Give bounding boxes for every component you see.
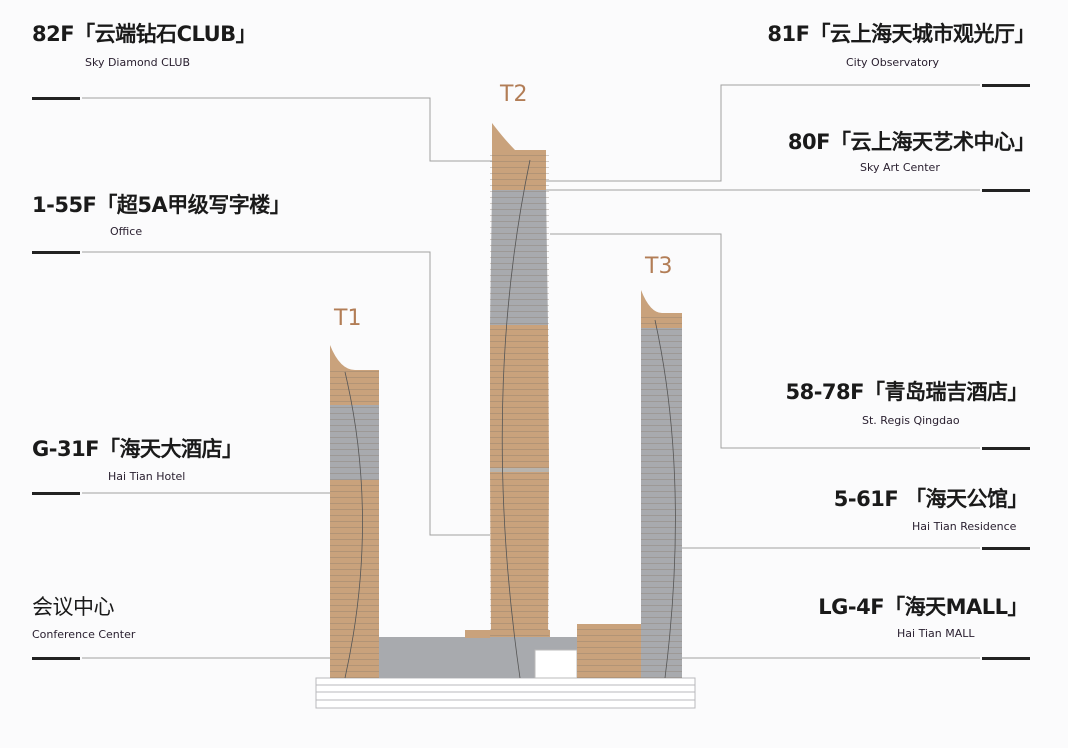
label-title-sky-diamond-club: 82F「云端钻石CLUB」	[32, 22, 257, 46]
podium	[379, 624, 668, 679]
label-sub-conference: Conference Center	[32, 628, 136, 641]
label-dash	[982, 84, 1030, 87]
label-title-mall: LG-4F「海天MALL」	[818, 595, 1028, 619]
label-title-office: 1-55F「超5A甲级写字楼」	[32, 193, 291, 217]
label-dash	[982, 189, 1030, 192]
label-sub-office: Office	[110, 225, 143, 238]
leader-82f	[82, 97, 495, 162]
tower-label-t3: T3	[645, 254, 673, 279]
leader-lines	[82, 84, 980, 659]
base-platform	[315, 677, 696, 709]
tower-label-t2: T2	[500, 82, 528, 107]
label-sub-sky-art-center: Sky Art Center	[860, 161, 940, 174]
label-sub-mall: Hai Tian MALL	[897, 627, 975, 640]
label-title-sky-art-center: 80F「云上海天艺术中心」	[787, 130, 1036, 154]
leader-stregis	[550, 233, 980, 449]
label-dash	[32, 97, 80, 100]
leader-office	[82, 251, 490, 536]
label-title-conference: 会议中心	[32, 595, 115, 619]
label-dash	[32, 492, 80, 495]
leader-81f	[545, 84, 980, 182]
tower-t2	[490, 123, 549, 679]
label-dash	[982, 447, 1030, 450]
tower-t3	[641, 290, 682, 679]
tower-t1	[330, 345, 379, 679]
label-title-hotel: G-31F「海天大酒店」	[32, 437, 243, 461]
label-title-st-regis: 58-78F「青岛瑞吉酒店」	[785, 380, 1028, 404]
label-title-residence: 5-61F 「海天公馆」	[833, 487, 1029, 511]
label-title-city-observatory: 81F「云上海天城市观光厅」	[767, 22, 1035, 46]
label-sub-residence: Hai Tian Residence	[912, 520, 1017, 533]
label-dash	[32, 251, 80, 254]
label-sub-hotel: Hai Tian Hotel	[108, 470, 186, 483]
label-dash	[32, 657, 80, 660]
label-dash	[982, 547, 1030, 550]
label-sub-sky-diamond-club: Sky Diamond CLUB	[85, 56, 190, 69]
label-sub-city-observatory: City Observatory	[846, 56, 940, 69]
label-sub-st-regis: St. Regis Qingdao	[862, 414, 960, 427]
tower-label-t1: T1	[334, 306, 362, 331]
label-dash	[982, 657, 1030, 660]
